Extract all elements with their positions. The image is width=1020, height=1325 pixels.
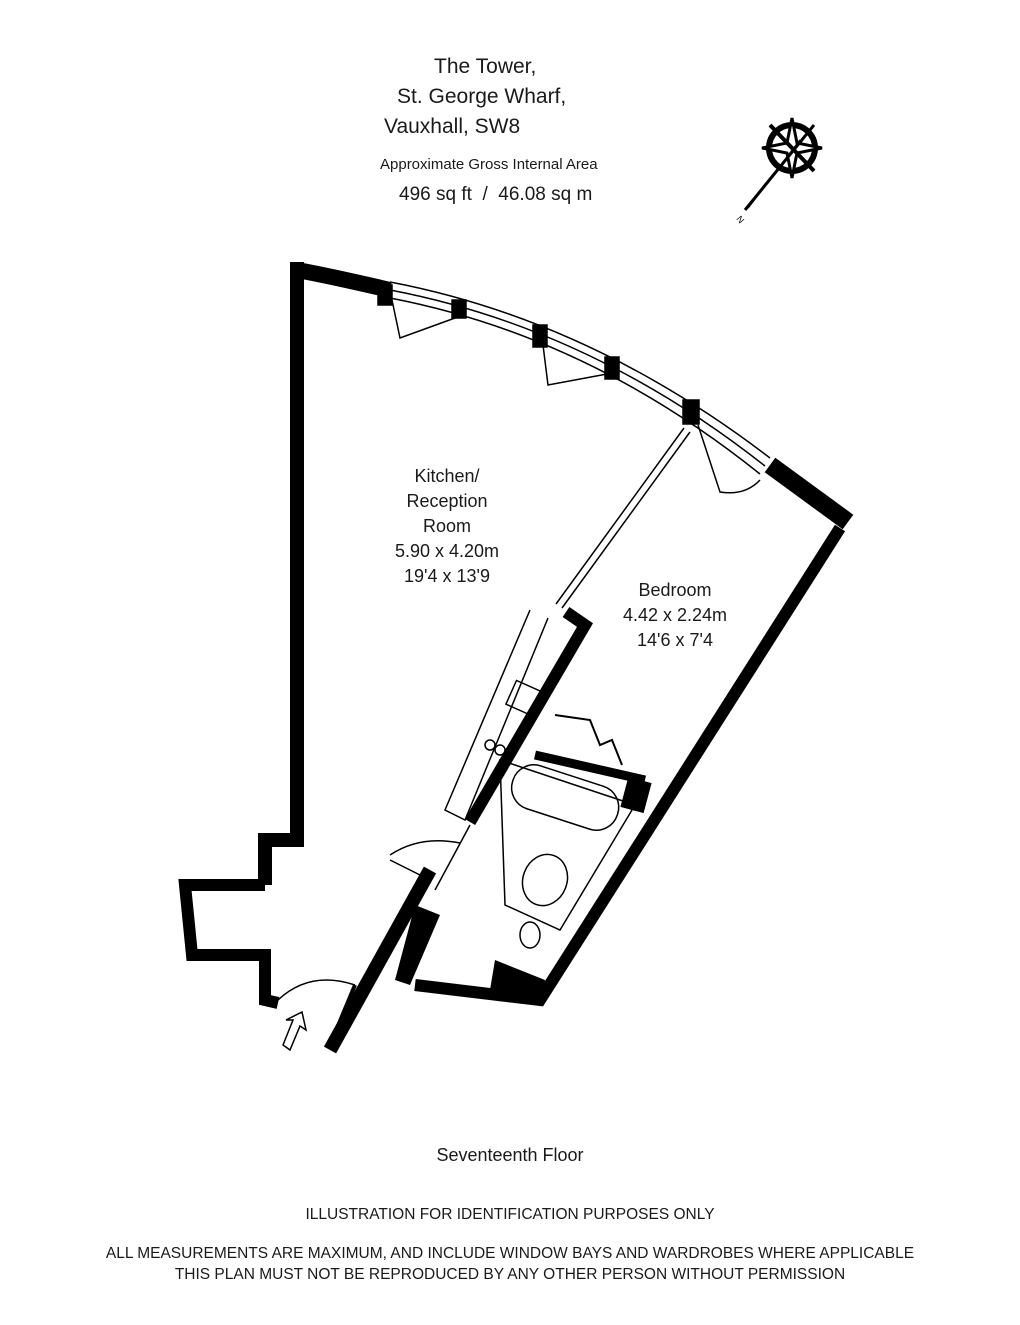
thick-wall-blocks [395, 905, 545, 1000]
disclaimer-2: ALL MEASUREMENTS ARE MAXIMUM, AND INCLUD… [105, 1245, 915, 1262]
room-dimensions-metric: 5.90 x 4.20m [394, 541, 500, 561]
disclaimer-3: THIS PLAN MUST NOT BE REPRODUCED BY ANY … [174, 1266, 846, 1283]
room-dimensions-metric: 4.42 x 2.24m [622, 605, 728, 625]
room-name-line-1: Kitchen/ [414, 466, 480, 486]
compass-rose-icon: N [735, 117, 823, 225]
entrance [277, 979, 357, 1046]
floor-label: Seventeenth Floor [436, 1145, 584, 1165]
bathroom-fixtures [510, 764, 620, 949]
compass-north-label: N [735, 214, 747, 225]
interior-walls [389, 427, 691, 931]
area-value: 496 sq ft / 46.08 sq m [399, 184, 593, 205]
exterior-walls [178, 262, 854, 1054]
disclaimer-1: ILLUSTRATION FOR IDENTIFICATION PURPOSES… [305, 1206, 715, 1223]
area-label: Approximate Gross Internal Area [380, 156, 598, 173]
room-name-line-2: Reception [406, 491, 488, 511]
room-name: Bedroom [638, 580, 712, 600]
address-line-2: St. George Wharf, [397, 85, 567, 108]
room-dimensions-imperial: 19'4 x 13'9 [404, 566, 490, 586]
room-name-line-3: Room [422, 516, 471, 536]
address-line-3: Vauxhall, SW8 [384, 115, 521, 138]
entrance-arrow-icon [282, 1010, 308, 1052]
address-line-1: The Tower, [434, 55, 537, 78]
window-bay [377, 281, 771, 494]
room-label-bedroom: Bedroom 4.42 x 2.24m 14'6 x 7'4 [605, 578, 745, 653]
room-label-kitchen-reception: Kitchen/ Reception Room 5.90 x 4.20m 19'… [372, 464, 522, 589]
kitchen-counter [444, 609, 549, 822]
room-dimensions-imperial: 14'6 x 7'4 [637, 630, 713, 650]
